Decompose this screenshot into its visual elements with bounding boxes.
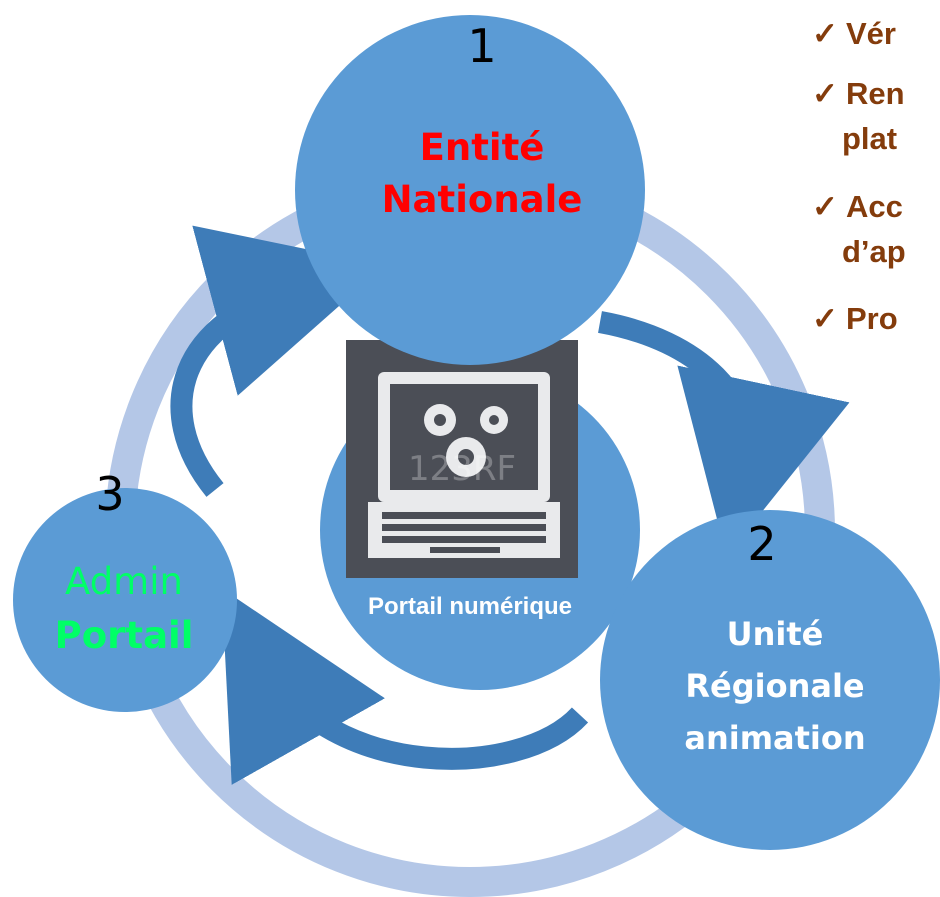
list-item: ✓Vér: [812, 14, 896, 54]
check-icon: ✓: [812, 16, 838, 51]
regional-line2: Régionale: [685, 667, 864, 705]
regional-line1: Unité: [727, 615, 824, 653]
check-icon: ✓: [812, 76, 838, 111]
list-item: ✓Pro: [812, 299, 898, 339]
list-item-continuation: plat: [812, 119, 897, 159]
center-caption: Portail numérique: [368, 593, 572, 620]
list-item-continuation-text: plat: [842, 121, 898, 156]
check-icon: ✓: [812, 189, 838, 224]
list-item-continuation: d’ap: [812, 232, 906, 272]
arrow-admin-to-national: [170, 225, 386, 497]
regional-line3: animation: [684, 719, 865, 757]
list-item-text: Vér: [846, 16, 896, 51]
list-item-text: Pro: [846, 301, 898, 336]
national-line2: Nationale: [382, 178, 583, 221]
list-item-text: Ren: [846, 76, 905, 111]
arrow-national-to-regional: [598, 311, 850, 557]
regional-number: 2: [747, 517, 776, 571]
admin-line2: Portail: [55, 614, 194, 657]
list-item: ✓Ren: [812, 74, 905, 114]
regional-node: [600, 510, 940, 850]
side-list: ✓Vér ✓Ren plat ✓Acc d’ap ✓Pro: [812, 14, 940, 394]
list-item: ✓Acc: [812, 187, 903, 227]
national-number: 1: [467, 19, 496, 73]
admin-node: [13, 488, 237, 712]
national-node: [295, 15, 645, 365]
center-watermark: 123RF: [408, 449, 516, 489]
list-item-text: Acc: [846, 189, 903, 224]
admin-number: 3: [95, 467, 124, 521]
laptop-gears-icon: 123RF: [346, 340, 578, 578]
list-item-continuation-text: d’ap: [842, 234, 906, 269]
national-line1: Entité: [420, 126, 545, 169]
arrow-regional-to-admin: [221, 588, 589, 785]
check-icon: ✓: [812, 301, 838, 336]
admin-line1: Admin: [65, 560, 183, 603]
